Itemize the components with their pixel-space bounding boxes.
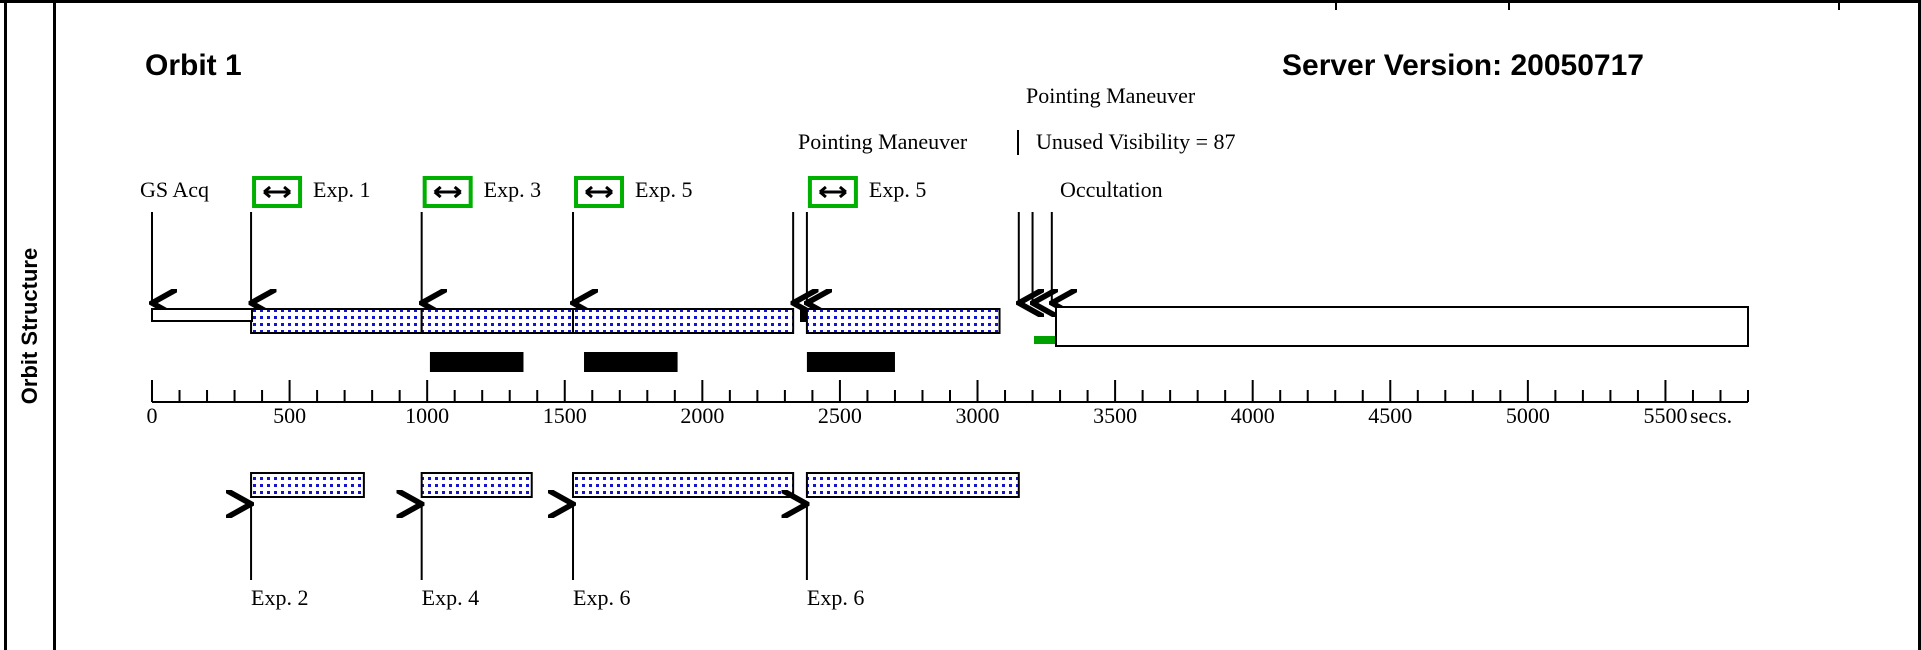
unused-visibility-label: Unused Visibility = 87	[1036, 129, 1236, 154]
dead-time-segment	[806, 352, 895, 372]
upper-exposure-bar	[805, 308, 1001, 334]
lower-exposure-label: Exp. 2	[251, 585, 308, 610]
double-arrow-icon	[263, 185, 292, 199]
lower-exposure-bar	[805, 472, 1020, 498]
double-arrow-icon	[585, 185, 613, 199]
exposure-marker	[422, 176, 473, 208]
pointing-maneuver-label-2: Pointing Maneuver	[1026, 83, 1196, 108]
lower-exposure-label: Exp. 6	[807, 585, 864, 610]
lower-exposure-bar	[250, 472, 365, 498]
axis-tick-label: 4500	[1368, 403, 1412, 428]
green-marker-box	[574, 176, 625, 208]
right-border	[1918, 0, 1921, 650]
upper-exposure-bar	[420, 308, 575, 334]
axis-tick-label: 3500	[1093, 403, 1137, 428]
double-arrow-icon	[818, 185, 847, 199]
pointing-maneuver-segment	[800, 308, 806, 322]
axis-tick-label: 500	[273, 403, 306, 428]
orbit-title: Orbit 1	[145, 49, 242, 82]
double-arrow-icon	[433, 185, 462, 199]
upper-exposure-bar	[572, 308, 795, 334]
green-marker-box	[807, 176, 858, 208]
exposure-marker	[252, 176, 303, 208]
unused-visibility-segment	[1034, 336, 1056, 344]
axis-tick-label: 3000	[956, 403, 1000, 428]
exposure-marker	[807, 176, 858, 208]
axis-tick-label: 1000	[405, 403, 449, 428]
upper-exposure-bar	[250, 308, 423, 334]
exposure-rows: Exp. 2 Exp. 4 Exp. 6 Exp. 6	[250, 308, 1020, 610]
server-version: Server Version: 20050717	[1282, 49, 1644, 82]
side-column: Orbit Structure	[4, 2, 56, 650]
lower-exposure-label: Exp. 6	[573, 585, 630, 610]
upper-exposure-label: Exp. 5	[635, 177, 692, 202]
upper-exposure-label: Exp. 3	[484, 177, 541, 202]
upper-exposure-label: Exp. 5	[869, 177, 926, 202]
lower-exposure-bar	[572, 472, 795, 498]
upper-arrows: Exp. 1 Exp. 3 Exp. 5 Exp. 5	[152, 176, 1052, 303]
occultation-label: Occultation	[1060, 177, 1163, 202]
top-border	[0, 0, 1921, 3]
dead-time-segment	[429, 352, 524, 372]
exposure-marker	[574, 176, 625, 208]
axis-tick-label: 0	[147, 403, 158, 428]
gs-acq-segment	[151, 308, 253, 322]
time-axis: 0 500 1000 1500 2000 2500 3000 3500 4000 4500 5000…	[147, 380, 1749, 428]
pointing-maneuver-label-1: Pointing Maneuver	[798, 129, 968, 154]
gs-acq-label: GS Acq	[140, 177, 209, 202]
axis-tick-label: 5500	[1643, 403, 1687, 428]
upper-exposure-label: Exp. 1	[313, 177, 370, 202]
occultation-segment	[1055, 306, 1749, 347]
axis-tick-label: 2000	[680, 403, 724, 428]
axis-tick-label: 4000	[1231, 403, 1275, 428]
axis-tick-label: 1500	[543, 403, 587, 428]
axis-tick-label: 2500	[818, 403, 862, 428]
dead-time-segment	[584, 352, 678, 372]
lower-exposure-bar	[420, 472, 533, 498]
lower-exposure-label: Exp. 4	[422, 585, 479, 610]
axis-tick-label: 5000	[1506, 403, 1550, 428]
axis-unit-label: secs.	[1690, 403, 1732, 428]
